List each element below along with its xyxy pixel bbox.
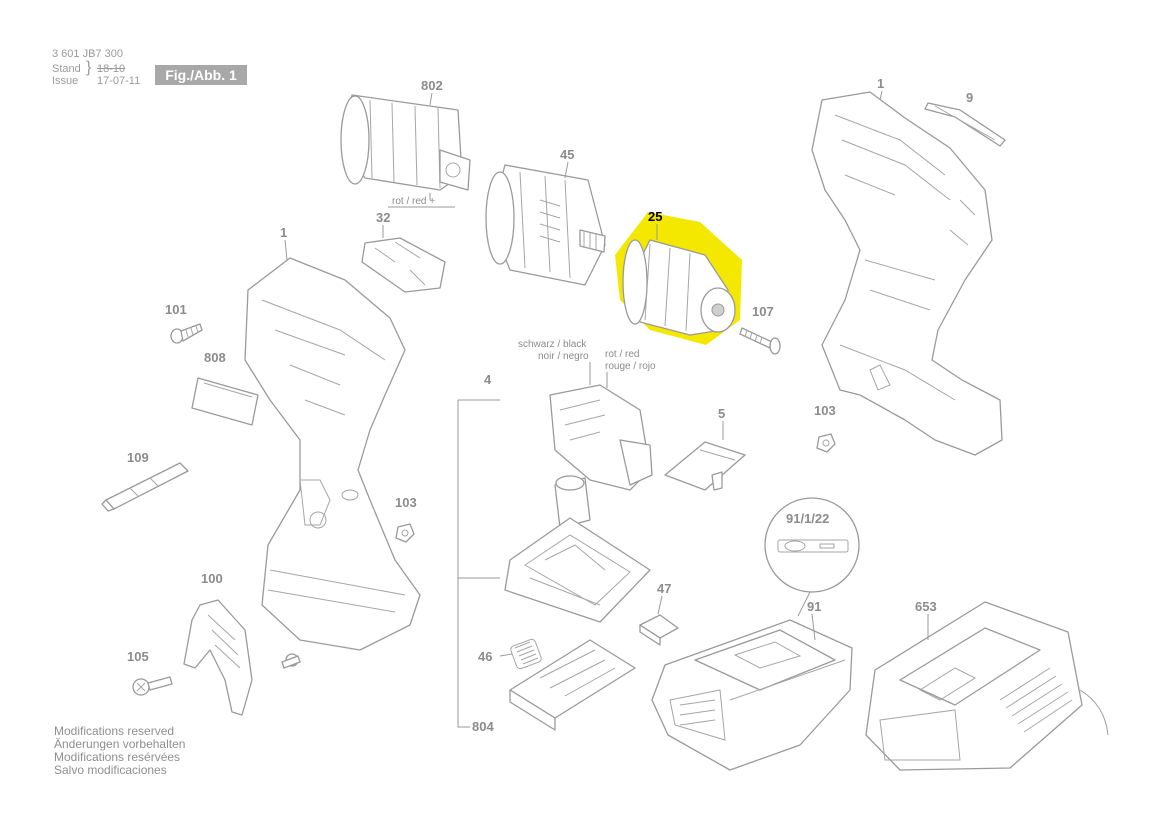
bracket-4	[457, 399, 500, 728]
note-line: Modifications resérvées	[54, 750, 181, 764]
figure-badge: Fig./Abb. 1	[155, 65, 247, 85]
part-107-screw[interactable]	[739, 327, 781, 355]
modifications-notice: Modifications reserved Änderungen vorbeh…	[54, 725, 185, 777]
part-802-motor[interactable]	[340, 94, 471, 200]
note-line: Modifications reserved	[54, 724, 175, 738]
label-802: 802	[421, 78, 443, 93]
label-4: 4	[484, 372, 492, 387]
part-109-screwdriver-bit[interactable]	[101, 462, 189, 512]
part-1-housing-left[interactable]	[244, 257, 421, 651]
label-109: 109	[127, 450, 149, 465]
part-45-gearbox[interactable]	[485, 164, 606, 286]
label-103-left: 103	[395, 495, 417, 510]
doc-number: 3 601 JB7 300	[52, 48, 123, 60]
part-46-spring[interactable]	[510, 638, 543, 670]
label-1-right: 1	[877, 76, 884, 91]
label-32: 32	[376, 210, 390, 225]
label-808: 808	[204, 350, 226, 365]
label-46: 46	[478, 649, 492, 664]
part-91-battery-pack[interactable]	[651, 619, 853, 771]
stand-value: 18-10	[97, 63, 126, 75]
label-105: 105	[127, 649, 149, 664]
part-91-1-22-callout[interactable]	[764, 497, 860, 617]
part-100-belt-clip[interactable]	[183, 599, 253, 716]
part-1-housing-right[interactable]	[811, 91, 1003, 456]
issue-value: 17-07-11	[97, 75, 141, 87]
label-switch-black-2: noir / negro	[538, 351, 589, 362]
label-103-right: 103	[814, 403, 836, 418]
label-804: 804	[472, 719, 494, 734]
note-line: Änderungen vorbehalten	[54, 737, 186, 751]
part-105-screw[interactable]	[132, 653, 301, 696]
label-107: 107	[752, 304, 774, 319]
label-91-1-22: 91/1/22	[786, 511, 829, 526]
stand-label: Stand	[52, 63, 81, 75]
part-4-switch[interactable]	[549, 384, 653, 529]
part-47-contact-cover[interactable]	[639, 614, 679, 646]
part-804-battery-contact[interactable]	[509, 639, 636, 731]
label-47: 47	[657, 581, 671, 596]
part-32-contact-piece[interactable]	[361, 237, 446, 293]
part-9-strip[interactable]	[924, 102, 1006, 147]
part-5-direction-slide[interactable]	[664, 441, 746, 491]
label-91: 91	[807, 599, 821, 614]
issue-label: Issue	[52, 75, 79, 87]
label-100: 100	[201, 571, 223, 586]
label-45: 45	[560, 147, 574, 162]
label-653: 653	[915, 599, 937, 614]
part-653-charger[interactable]	[865, 601, 1109, 771]
label-switch-red-2: rouge / rojo	[605, 361, 656, 372]
part-25-chuck-highlighted[interactable]	[615, 212, 742, 345]
label-switch-black-1: schwarz / black	[518, 339, 587, 350]
label-1-left: 1	[280, 225, 287, 240]
label-motor-wire: rot / red +	[392, 196, 435, 207]
part-808-type-label[interactable]	[191, 377, 259, 426]
part-101-screw[interactable]	[170, 323, 203, 344]
label-101: 101	[165, 302, 187, 317]
label-5: 5	[718, 406, 725, 421]
part-103-nut-right[interactable]	[816, 433, 836, 453]
part-4-switch-base[interactable]	[504, 517, 651, 623]
label-25: 25	[648, 209, 662, 224]
part-103-nut-left[interactable]	[395, 523, 415, 543]
label-9: 9	[966, 90, 973, 105]
label-switch-red-1: rot / red	[605, 349, 639, 360]
brace-symbol: }	[86, 59, 92, 76]
note-line: Salvo modificaciones	[54, 763, 167, 777]
